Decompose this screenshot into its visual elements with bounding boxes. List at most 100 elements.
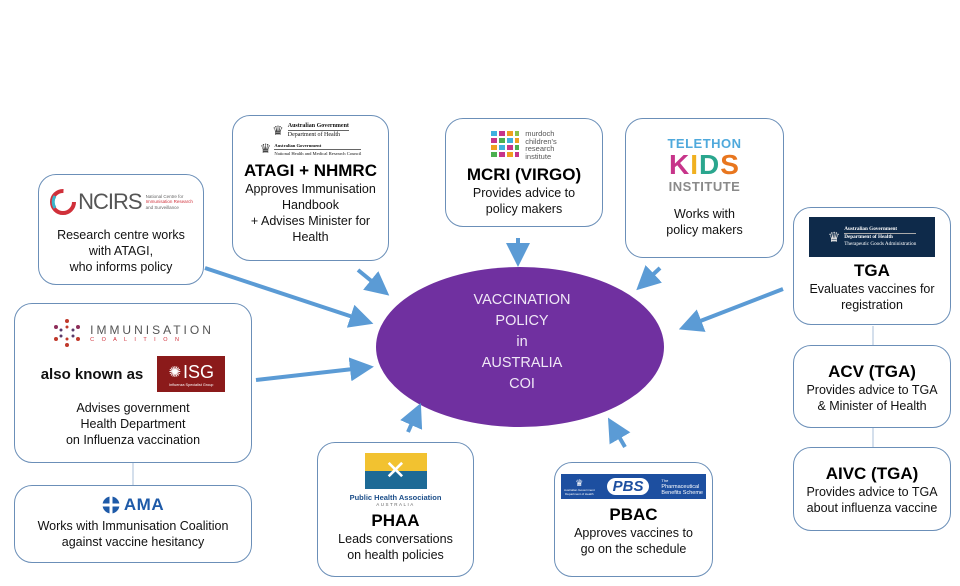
ama-cross-icon xyxy=(101,496,120,514)
ama-description: Works with Immunisation Coalition agains… xyxy=(15,518,251,550)
desc-line: Provides advice to TGA xyxy=(806,383,938,397)
desc-line: Leads conversations xyxy=(338,532,453,546)
immunisation-logo-title: IMMUNISATION xyxy=(90,323,214,337)
desc-line: policy makers xyxy=(485,202,563,216)
center-line: VACCINATION xyxy=(473,292,571,308)
desc-line: on health policies xyxy=(347,548,444,562)
center-line: AUSTRALIA xyxy=(481,355,563,371)
mcri-blocks-icon xyxy=(491,131,520,157)
ama-logo-text: AMA xyxy=(123,495,165,514)
phaa-logo: ✕ xyxy=(364,453,427,489)
desc-line: Works with Immunisation Coalition xyxy=(37,519,229,533)
telethon-logo-line: INSTITUTE xyxy=(668,179,741,194)
gov-line: Australian Government xyxy=(844,226,917,234)
arrow-ncirs xyxy=(204,266,374,328)
node-telethon-kids: TELETHON KIDS INSTITUTE Works with polic… xyxy=(625,118,784,258)
node-mcri: murdoch children's research institute MC… xyxy=(445,118,603,227)
desc-line: Research centre works xyxy=(57,228,185,242)
aka-row: also known as ✺ ISG Influenza Specialist… xyxy=(15,356,251,392)
pbs-logo: ♛ Australian Government Department of He… xyxy=(561,474,706,499)
node-atagi-nhmrc: ♛ Australian Government Department of He… xyxy=(232,115,389,261)
atagi-description: Approves Immunisation Handbook + Advises… xyxy=(233,181,388,245)
desc-line: about influenza vaccine xyxy=(806,501,938,515)
gov-line: Australian Government xyxy=(564,487,595,492)
atagi-gov-logo-2: ♛ Australian Government National Health … xyxy=(233,141,388,157)
aka-label: also known as xyxy=(40,365,144,383)
desc-line: against vaccine hesitancy xyxy=(61,535,205,549)
mcri-description: Provides advice to policy makers xyxy=(446,185,602,217)
arrow-tga xyxy=(678,287,784,332)
coat-of-arms-icon: ♛ xyxy=(272,122,284,138)
ncirs-logo-sub-line: and Surveillance xyxy=(145,204,179,210)
isg-sun-icon: ✺ xyxy=(168,364,182,381)
immunisation-description: Advises government Health Department on … xyxy=(15,400,251,448)
immunisation-molecule-icon xyxy=(54,319,81,347)
pbac-description: Approves vaccines to go on the schedule xyxy=(555,525,712,557)
arrow-phaa xyxy=(400,403,423,433)
telethon-logo: TELETHON KIDS INSTITUTE xyxy=(626,136,783,195)
gov-line: Department of Health xyxy=(287,130,349,139)
node-phaa: ✕ Public Health Association AUSTRALIA PH… xyxy=(317,442,474,577)
node-tga: ♛ Australian Government Department of He… xyxy=(793,207,951,325)
arrow-immunisation xyxy=(255,357,374,382)
ama-logo: AMA xyxy=(15,495,251,515)
pbac-title: PBAC xyxy=(609,505,658,524)
isg-logo: ✺ ISG Influenza Specialist Group xyxy=(157,356,226,392)
desc-line: Handbook xyxy=(282,198,339,212)
desc-line: with ATAGI, xyxy=(88,244,154,258)
phaa-title: PHAA xyxy=(371,511,420,530)
mcri-logo-line: institute xyxy=(525,151,552,161)
gov-line: Therapeutic Goods Administration xyxy=(844,241,917,247)
center-line: in xyxy=(516,334,528,350)
telethon-logo-line: TELETHON xyxy=(667,136,742,151)
desc-line: Advises government xyxy=(76,401,190,415)
node-pbac: ♛ Australian Government Department of He… xyxy=(554,462,713,577)
phaa-logo-country: AUSTRALIA xyxy=(376,502,415,507)
desc-line: Health Department xyxy=(80,417,186,431)
telethon-description: Works with policy makers xyxy=(626,206,783,238)
desc-line: registration xyxy=(841,298,903,312)
ncirs-ring-icon xyxy=(50,189,77,215)
gov-line: National Health and Medical Research Cou… xyxy=(274,148,362,156)
gov-line: Australian Government xyxy=(274,142,322,148)
gov-line: Australian Government xyxy=(287,123,349,129)
immunisation-logo-sub: C O A L I T I O N xyxy=(90,337,182,343)
ncirs-logo: NCIRS National Centre for Immunisation R… xyxy=(39,185,203,219)
mcri-logo-text: murdoch children's research institute xyxy=(525,130,556,160)
mcri-logo-line: murdoch xyxy=(525,129,555,138)
node-acv: ACV (TGA) Provides advice to TGA & Minis… xyxy=(793,345,951,428)
pbs-logo-text: PBS xyxy=(606,478,650,495)
atagi-title: ATAGI + NHMRC xyxy=(243,161,377,180)
ncirs-description: Research centre works with ATAGI, who in… xyxy=(39,227,203,275)
immunisation-logo: IMMUNISATION C O A L I T I O N xyxy=(15,318,251,348)
desc-line: who informs policy xyxy=(69,260,173,274)
desc-line: Provides advice to xyxy=(472,186,576,200)
desc-line: Health xyxy=(292,230,329,244)
center-ellipse xyxy=(376,267,664,427)
atagi-gov-logo-1: ♛ Australian Government Department of He… xyxy=(233,122,388,139)
center-line: COI xyxy=(509,376,535,392)
telethon-kids-word: KIDS xyxy=(669,149,740,180)
phaa-description: Leads conversations on health policies xyxy=(318,531,473,563)
pbs-sub-line: Benefits Scheme xyxy=(661,489,703,496)
center-line: POLICY xyxy=(495,313,549,329)
node-ama: AMA Works with Immunisation Coalition ag… xyxy=(14,485,252,563)
pbs-gov: ♛ Australian Government Department of He… xyxy=(564,478,595,496)
mcri-title: MCRI (VIRGO) xyxy=(466,165,582,184)
desc-line: + Advises Minister for xyxy=(250,214,371,228)
coat-of-arms-icon: ♛ xyxy=(259,141,272,156)
desc-line: go on the schedule xyxy=(580,542,687,556)
coat-of-arms-icon: ♛ xyxy=(575,477,584,488)
isg-logo-sub: Influenza Specialist Group xyxy=(169,382,214,387)
immunisation-logo-text: IMMUNISATION C O A L I T I O N xyxy=(90,323,214,343)
mcri-logo: murdoch children's research institute xyxy=(446,130,602,160)
gov-line: Department of Health xyxy=(565,491,594,496)
desc-line: Approves vaccines to xyxy=(574,526,693,540)
tga-logo: ♛ Australian Government Department of He… xyxy=(809,217,935,257)
ncirs-logo-sub-line: National Centre for xyxy=(145,193,184,199)
phaa-logo-name: Public Health Association xyxy=(349,493,442,502)
mcri-logo-line: research xyxy=(525,144,555,153)
ncirs-logo-sub: National Centre for Immunisation Researc… xyxy=(146,194,193,211)
desc-line: & Minister of Health xyxy=(817,399,927,413)
